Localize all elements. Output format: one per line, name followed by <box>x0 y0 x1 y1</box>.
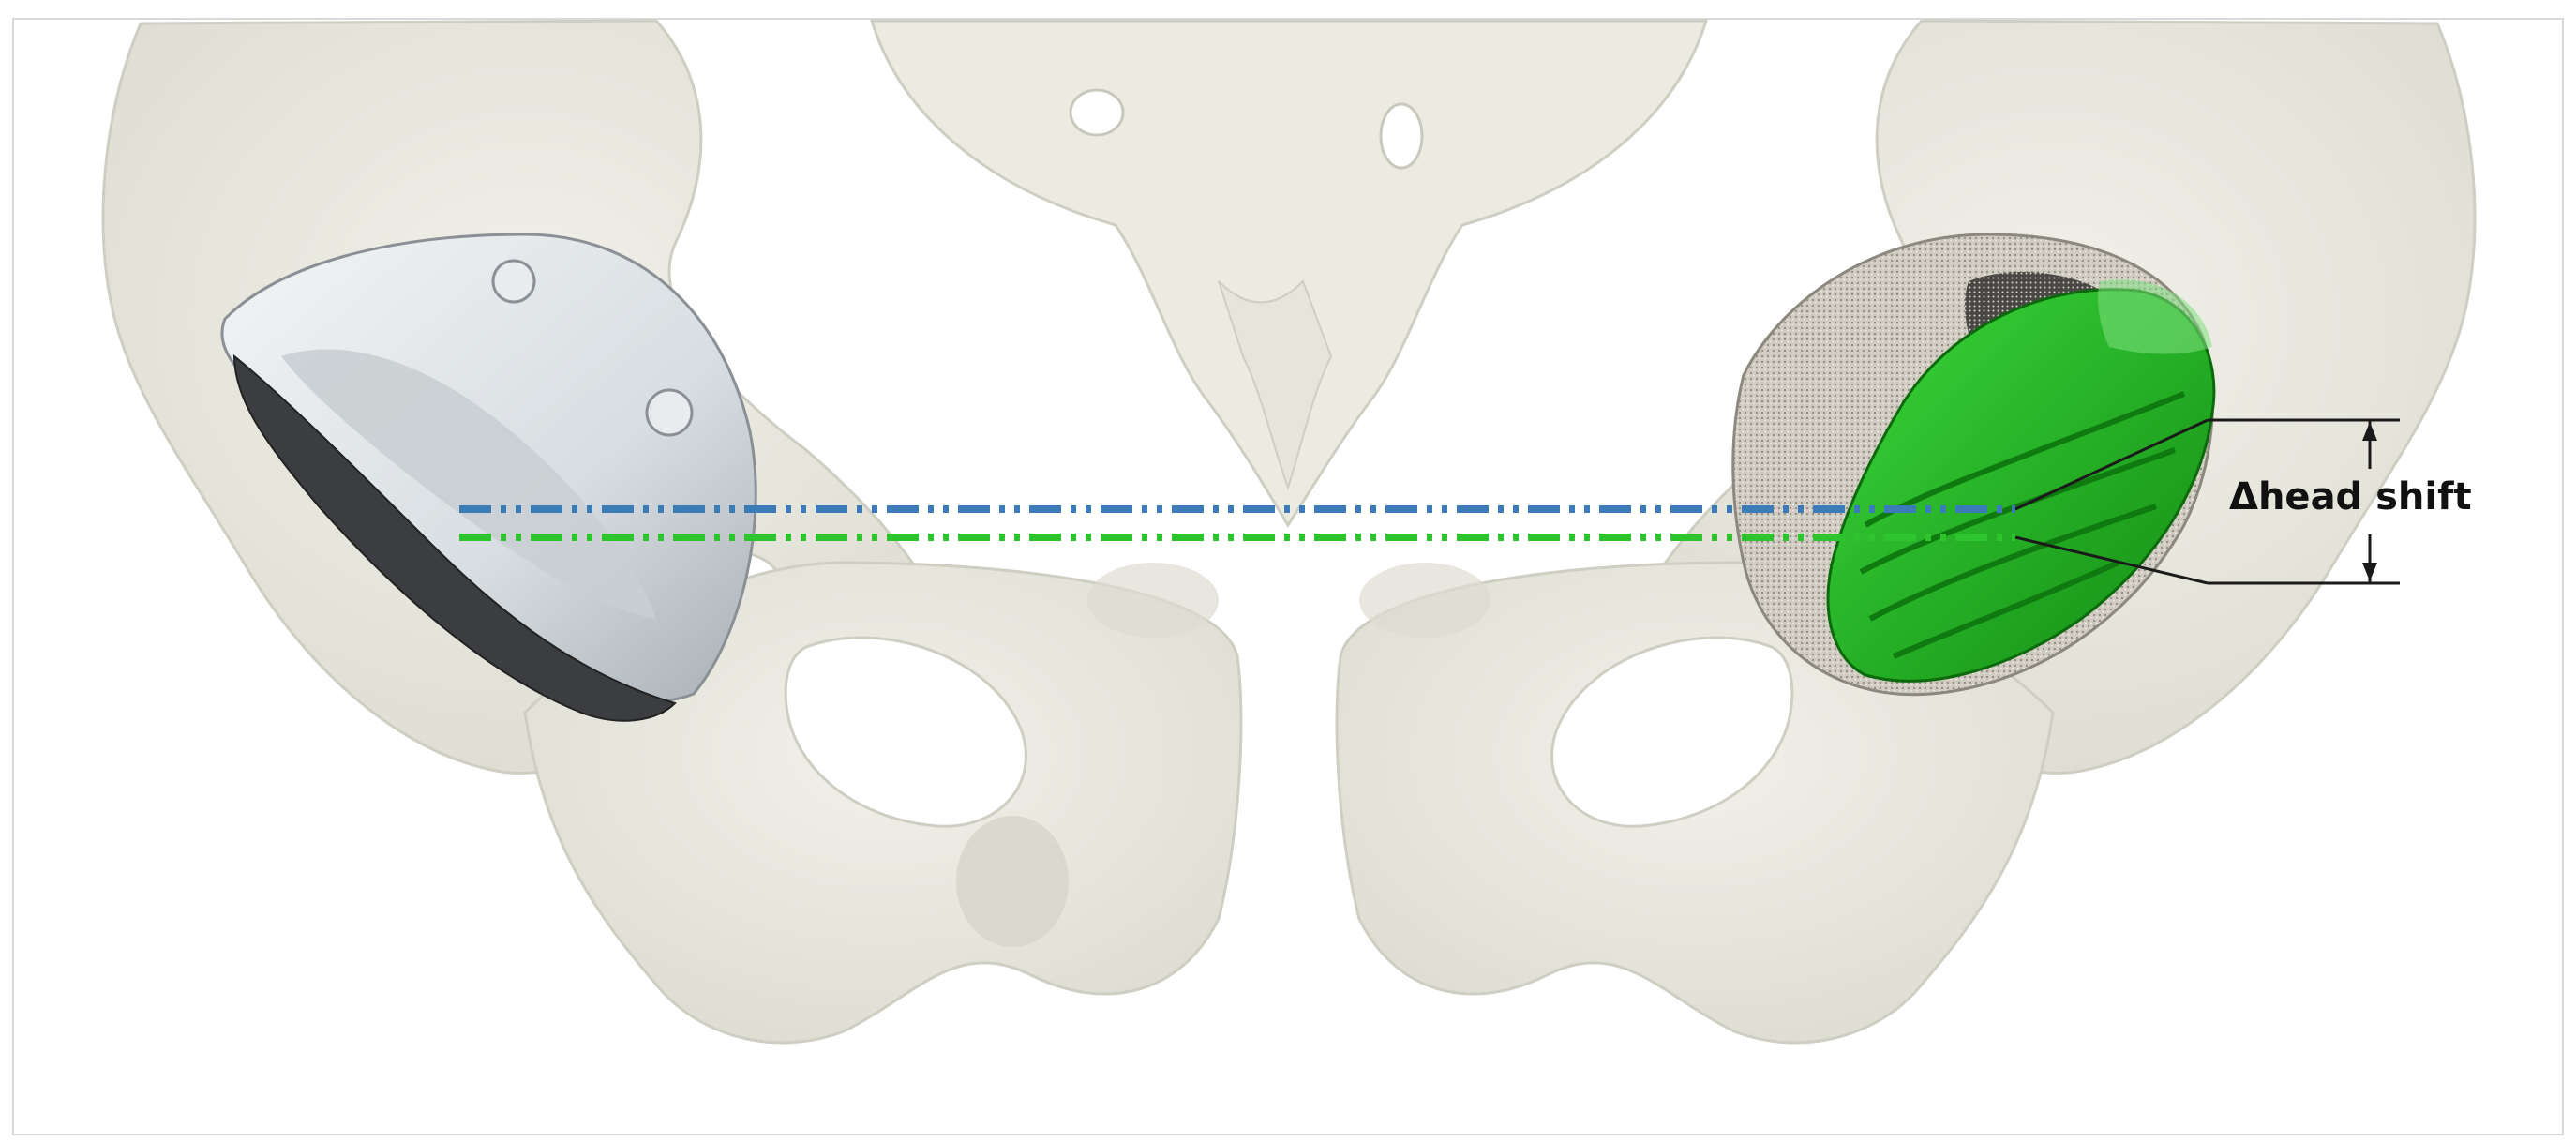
head-shift-label: Δhead shift <box>2229 475 2472 519</box>
left-cup-screw-hole-1 <box>493 261 534 302</box>
left-cup-screw-hole-2 <box>647 390 692 435</box>
sacral-foramen-right <box>1381 104 1422 168</box>
sacral-foramen-left <box>1071 90 1123 135</box>
